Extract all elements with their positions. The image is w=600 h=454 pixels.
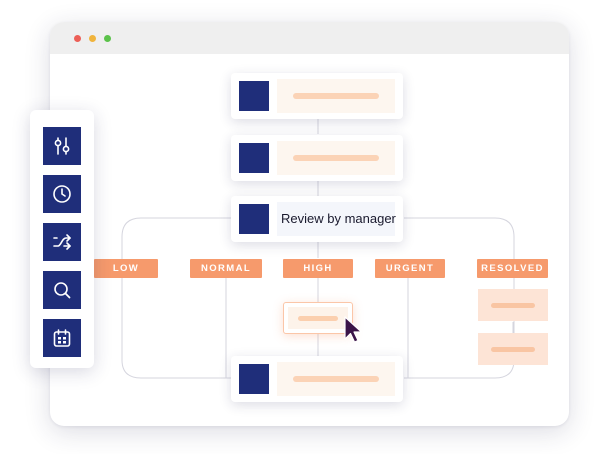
priority-tag-high[interactable]: HIGH <box>283 259 353 278</box>
resolved-item[interactable] <box>478 333 548 365</box>
sliders-icon <box>54 137 70 155</box>
close-window-button[interactable] <box>74 35 81 42</box>
review-step-card[interactable]: Review by manager <box>231 196 403 242</box>
search-tool-button[interactable] <box>43 271 81 309</box>
workflow-step-card[interactable] <box>231 73 403 119</box>
resolved-item[interactable] <box>478 289 548 321</box>
shuffle-icon <box>53 234 71 250</box>
step-avatar <box>239 204 269 234</box>
priority-tag-urgent[interactable]: URGENT <box>375 259 445 278</box>
step-placeholder <box>277 141 395 175</box>
connector-line <box>121 217 231 379</box>
title-bar <box>50 22 569 54</box>
item-placeholder-bar <box>298 315 338 321</box>
history-tool-button[interactable] <box>43 175 81 213</box>
search-icon <box>54 282 71 299</box>
workflow-step-card[interactable] <box>231 135 403 181</box>
minimize-window-button[interactable] <box>89 35 96 42</box>
priority-tag-low[interactable]: LOW <box>94 259 158 278</box>
calendar-icon <box>53 329 71 347</box>
filter-tool-button[interactable] <box>43 127 81 165</box>
mouse-cursor-icon <box>344 316 363 343</box>
workflow-step-card[interactable] <box>231 356 403 402</box>
item-placeholder-bar <box>491 302 535 308</box>
review-step-label: Review by manager <box>277 202 396 236</box>
priority-tag-resolved[interactable]: RESOLVED <box>477 259 548 278</box>
step-avatar <box>239 364 269 394</box>
item-placeholder-bar <box>491 346 535 352</box>
priority-tag-normal[interactable]: NORMAL <box>190 259 262 278</box>
clock-icon <box>53 185 71 203</box>
tool-sidebar <box>30 110 94 368</box>
maximize-window-button[interactable] <box>104 35 111 42</box>
step-avatar <box>239 143 269 173</box>
step-placeholder <box>277 79 395 113</box>
high-priority-item[interactable] <box>283 302 353 334</box>
step-placeholder <box>277 362 395 396</box>
step-avatar <box>239 81 269 111</box>
shuffle-tool-button[interactable] <box>43 223 81 261</box>
calendar-tool-button[interactable] <box>43 319 81 357</box>
